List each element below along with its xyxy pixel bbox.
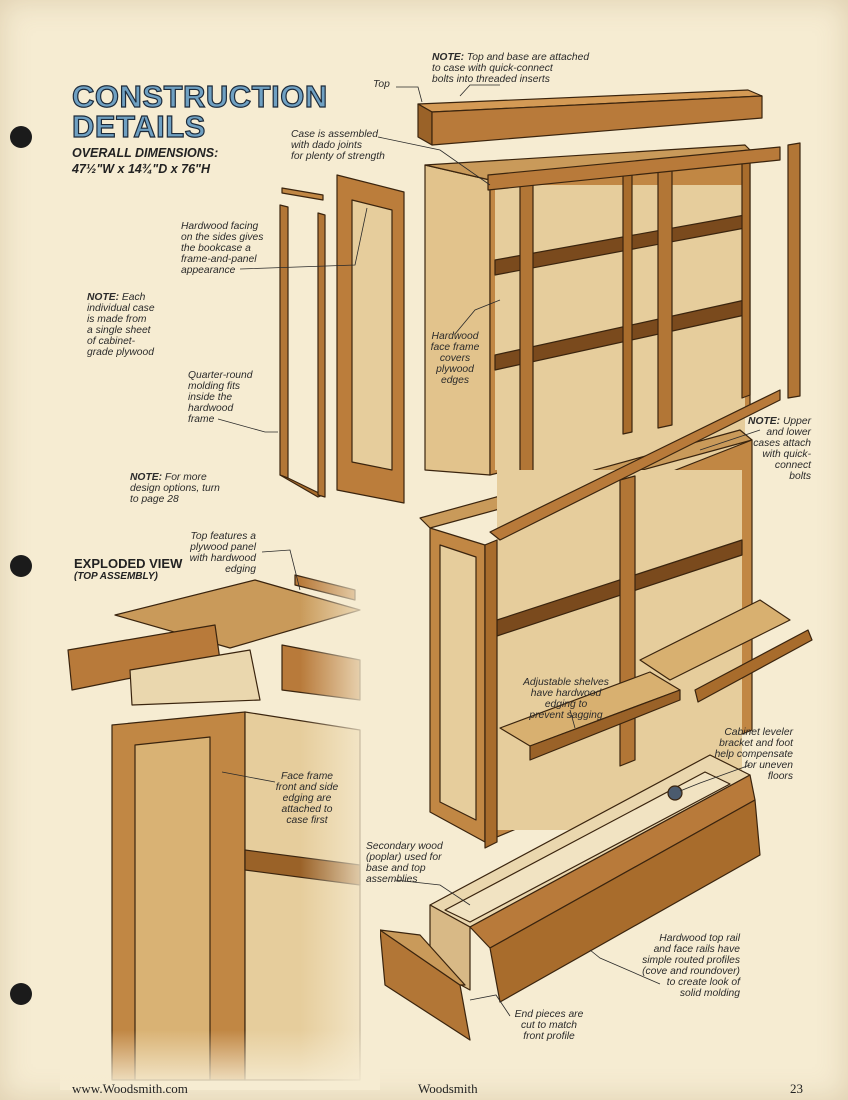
footer-page-number: 23 — [790, 1081, 803, 1096]
side-frame — [279, 174, 405, 504]
binder-hole — [10, 555, 32, 577]
footer-publication: Woodsmith — [418, 1081, 478, 1096]
overall-dimensions-value: 47½"W x 14¾"D x 76"H — [72, 162, 210, 176]
page-title-line2: DETAILS — [71, 109, 206, 144]
exploded-view-title: EXPLODED VIEW — [74, 556, 183, 571]
base-assembly — [379, 754, 761, 1041]
callout-top: Top — [373, 79, 390, 90]
overall-dimensions-label: OVERALL DIMENSIONS: — [72, 146, 219, 160]
note-top-attach: NOTE: Top and base are attached to case … — [432, 52, 590, 85]
page-title-line1: CONSTRUCTION — [71, 79, 328, 114]
adjustable-shelf — [499, 599, 813, 761]
exploded-view-subtitle: (TOP ASSEMBLY) — [74, 571, 158, 582]
upper-case — [424, 142, 801, 491]
binder-hole — [10, 983, 32, 1005]
top-molding — [417, 89, 763, 146]
footer-website: www.Woodsmith.com — [72, 1081, 188, 1096]
binder-hole — [10, 126, 32, 148]
